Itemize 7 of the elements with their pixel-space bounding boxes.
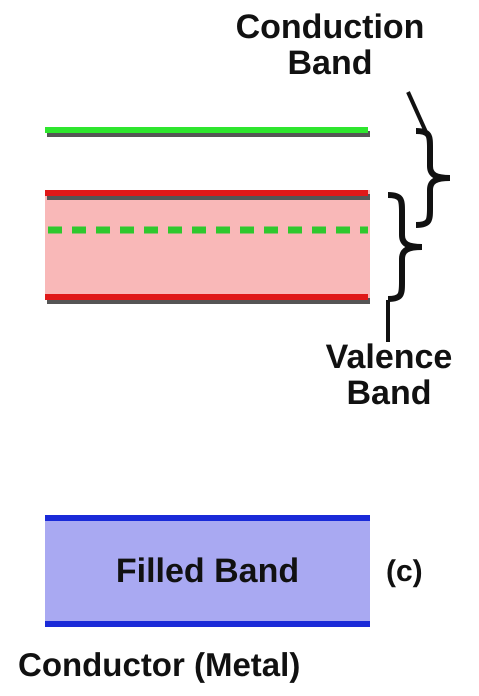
filled-band-box: Filled Band xyxy=(45,515,370,627)
leader-line xyxy=(386,300,390,342)
band-label: Valence Band xyxy=(300,340,478,424)
caption: Conductor (Metal) xyxy=(18,648,300,683)
panel-letter: (c) xyxy=(386,556,423,588)
leader-line xyxy=(406,91,428,133)
band-label: Conduction Band xyxy=(200,10,460,94)
